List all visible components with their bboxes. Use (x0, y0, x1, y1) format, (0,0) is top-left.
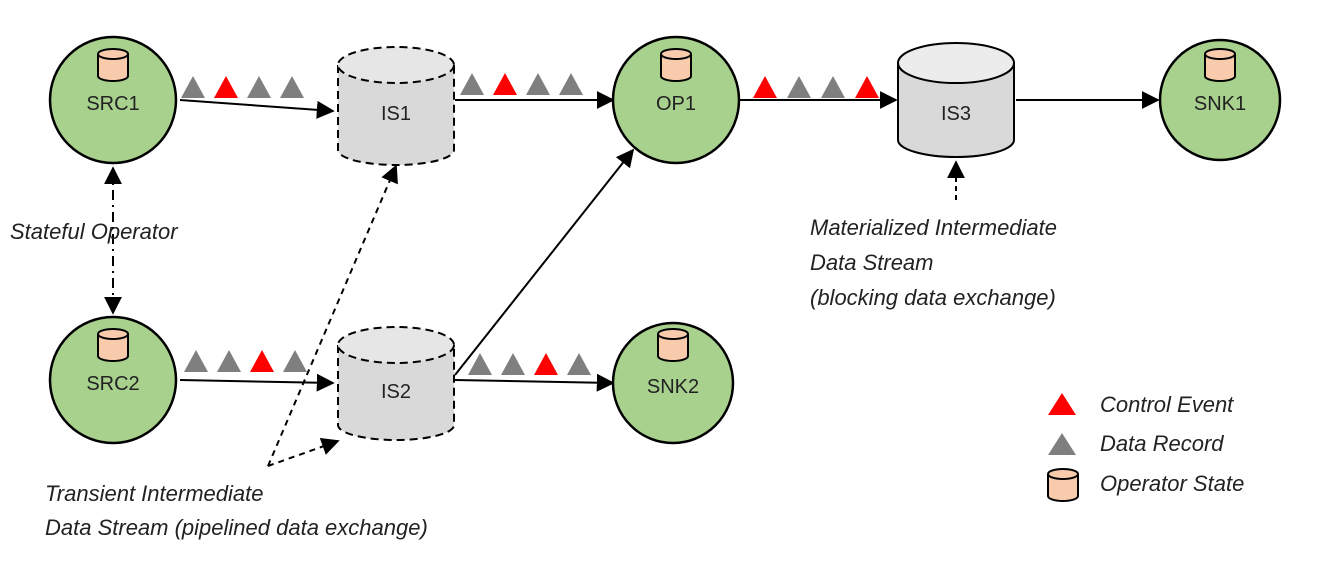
is2-label: IS2 (381, 381, 411, 403)
legend: Control Event Data Record Operator State (1047, 392, 1244, 502)
is3-cylinder (897, 63, 1015, 158)
state-cylinder-top (1047, 468, 1079, 480)
data-record-marker (280, 76, 304, 98)
src2-circle (48, 315, 178, 445)
data-record-marker (468, 353, 492, 375)
is1-label: IS1 (381, 103, 411, 125)
is1-stream-node[interactable]: IS1 (337, 46, 455, 166)
state-cylinder-body (1204, 54, 1236, 82)
is3-stream-node[interactable]: IS3 (897, 42, 1015, 158)
src1-operator[interactable]: SRC1 (48, 35, 178, 165)
stream-is1-op1 (460, 73, 583, 95)
stream-src1-is1 (181, 76, 304, 98)
src1-label: SRC1 (86, 93, 139, 115)
is1-cylinder-top (337, 46, 455, 84)
snk2-label: SNK2 (647, 376, 699, 398)
data-record-marker (567, 353, 591, 375)
op1-circle (611, 35, 741, 165)
legend-control-event-label: Control Event (1100, 392, 1234, 417)
stream-is2-snk2 (468, 353, 591, 375)
state-cylinder-top (660, 48, 692, 60)
stateful-operator-annotation: Stateful Operator (10, 219, 179, 244)
materialized-annotation-line3: (blocking data exchange) (810, 285, 1056, 310)
data-record-marker (283, 350, 307, 372)
materialized-annotation-line1: Materialized Intermediate (810, 215, 1057, 240)
state-cylinder-body (97, 54, 129, 82)
edge-src2-is2 (179, 373, 335, 392)
edge-is2-op1 (454, 148, 635, 376)
is3-label: IS3 (941, 103, 971, 125)
data-record-marker (501, 353, 525, 375)
data-record-marker (821, 76, 845, 98)
state-cylinder-top (97, 328, 129, 340)
control-event-marker (855, 76, 879, 98)
materialized-annotation-line2: Data Stream (810, 250, 934, 275)
data-record-marker (559, 73, 583, 95)
snk1-circle (1158, 38, 1282, 162)
state-cylinder-top (97, 48, 129, 60)
data-record-marker (460, 73, 484, 95)
op1-operator[interactable]: OP1 (611, 35, 741, 165)
legend-operator-state-icon (1047, 468, 1079, 502)
src2-operator[interactable]: SRC2 (48, 315, 178, 445)
data-record-marker (247, 76, 271, 98)
control-event-marker (753, 76, 777, 98)
legend-control-event-icon (1048, 393, 1076, 415)
legend-data-record-icon (1048, 433, 1076, 455)
transient-annotation-line1: Transient Intermediate (45, 481, 263, 506)
snk2-state-icon (657, 328, 689, 362)
op1-label: OP1 (656, 93, 696, 115)
stream-src2-is2 (184, 350, 307, 372)
state-cylinder-body (97, 334, 129, 362)
is3-cylinder-top (897, 42, 1015, 84)
is2-cylinder (337, 345, 455, 441)
control-event-marker (493, 73, 517, 95)
state-cylinder-body (660, 54, 692, 82)
is2-cylinder-top (337, 326, 455, 364)
op1-state-icon (660, 48, 692, 82)
control-event-marker (214, 76, 238, 98)
state-cylinder-body (657, 334, 689, 362)
transient-connector-is2 (267, 437, 340, 467)
is1-cylinder (337, 65, 455, 166)
is2-stream-node[interactable]: IS2 (337, 326, 455, 441)
data-record-marker (217, 350, 241, 372)
snk2-circle (611, 321, 735, 445)
state-cylinder-body (1047, 474, 1079, 502)
src1-state-icon (97, 48, 129, 82)
src2-state-icon (97, 328, 129, 362)
src2-label: SRC2 (86, 373, 139, 395)
state-cylinder-top (657, 328, 689, 340)
snk1-label: SNK1 (1194, 93, 1246, 115)
control-event-marker (250, 350, 274, 372)
data-record-marker (181, 76, 205, 98)
transient-annotation-line2: Data Stream (pipelined data exchange) (45, 515, 428, 540)
data-record-marker (526, 73, 550, 95)
stream-op1-is3 (753, 76, 879, 98)
state-cylinder-top (1204, 48, 1236, 60)
control-event-marker (534, 353, 558, 375)
snk1-state-icon (1204, 48, 1236, 82)
snk1-operator[interactable]: SNK1 (1158, 38, 1282, 162)
data-record-marker (787, 76, 811, 98)
edge-src1-is1 (179, 99, 335, 119)
snk2-operator[interactable]: SNK2 (611, 321, 735, 445)
src1-circle (48, 35, 178, 165)
edge-is2-snk2 (454, 373, 615, 392)
legend-operator-state-label: Operator State (1100, 471, 1244, 496)
data-record-marker (184, 350, 208, 372)
legend-data-record-label: Data Record (1100, 431, 1224, 456)
